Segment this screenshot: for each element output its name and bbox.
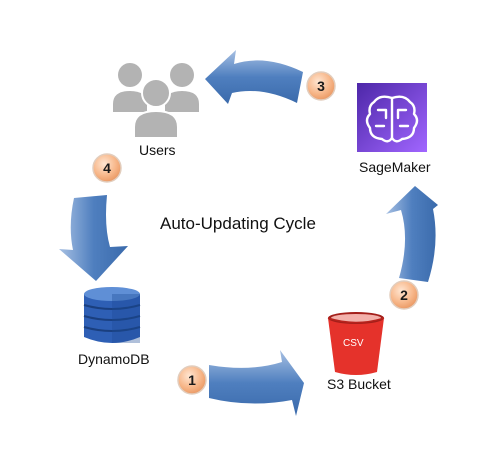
arrow-sagemaker-to-users [205,50,303,104]
sagemaker-icon [357,83,427,152]
step-number-3: 3 [317,78,325,94]
step-number-4: 4 [103,160,111,176]
s3-bucket-label: S3 Bucket [327,376,391,392]
step-badge-3: 3 [306,71,336,101]
users-label: Users [139,142,176,158]
arrow-s3-to-sagemaker [386,186,438,282]
step-number-1: 1 [188,372,196,388]
arrow-dynamodb-to-s3 [209,350,304,416]
csv-label: CSV [343,338,364,349]
diagram-title: Auto-Updating Cycle [160,214,316,233]
arrow-users-to-dynamodb [59,195,128,281]
step-badge-1: 1 [177,365,207,395]
dynamodb-icon [83,287,141,343]
s3-bucket-icon [327,312,385,375]
sagemaker-label: SageMaker [359,159,431,175]
users-icon [113,63,199,139]
step-badge-4: 4 [92,153,122,183]
step-number-2: 2 [400,287,408,303]
dynamodb-label: DynamoDB [78,351,150,367]
step-badge-2: 2 [389,280,419,310]
